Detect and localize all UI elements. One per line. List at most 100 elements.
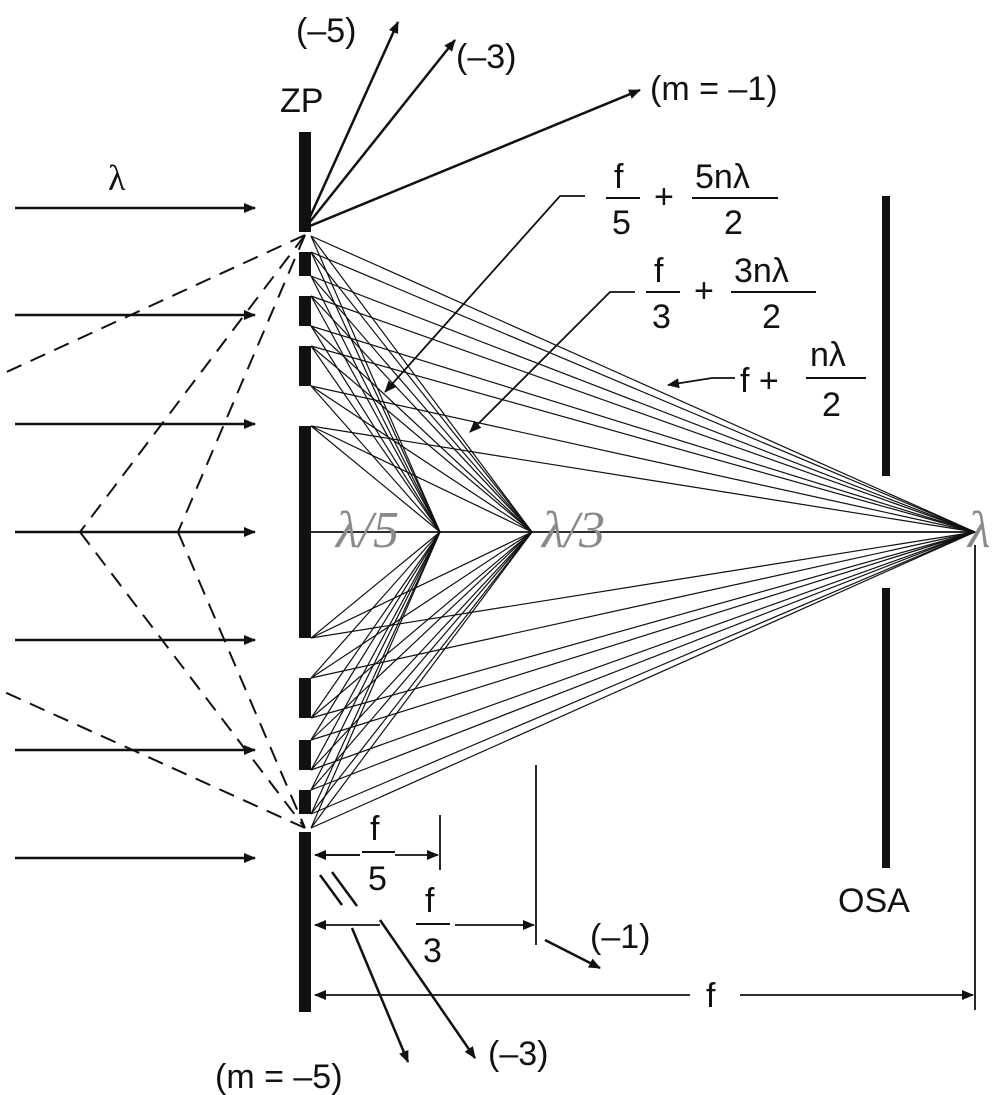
focal-dimension-lines bbox=[314, 545, 976, 1010]
converging-ray bbox=[310, 531, 533, 829]
converging-ray bbox=[310, 531, 533, 791]
converging-ray bbox=[310, 531, 533, 719]
converging-ray bbox=[310, 235, 533, 533]
converging-ray bbox=[310, 235, 976, 533]
path-f5-num2: 5nλ bbox=[695, 158, 750, 196]
converging-ray bbox=[310, 385, 533, 533]
converging-ray bbox=[310, 251, 976, 533]
converging-ray bbox=[310, 531, 976, 679]
converging-ray bbox=[310, 531, 976, 815]
zone-plate-zone bbox=[299, 740, 311, 770]
path-f5-num: f bbox=[614, 158, 624, 196]
converging-ray bbox=[310, 531, 533, 815]
order-label-bottom-m1: (–1) bbox=[590, 918, 650, 956]
order-label-bottom-m3: (–3) bbox=[488, 1035, 548, 1073]
focus-label-5: λ/5 bbox=[334, 502, 399, 559]
dim-f3-num: f bbox=[425, 882, 435, 920]
converging-ray bbox=[310, 531, 441, 639]
zone-plate-label: ZP bbox=[280, 82, 323, 120]
converging-ray bbox=[310, 531, 976, 741]
order-label-bottom-m5: (m = –5) bbox=[215, 1058, 343, 1095]
path-f3-den2: 2 bbox=[762, 298, 781, 336]
order-ray-m3-bottom bbox=[378, 919, 477, 1059]
converging-ray bbox=[310, 531, 533, 771]
incident-rays bbox=[15, 203, 256, 863]
osa-lower-blade bbox=[882, 588, 890, 868]
converging-ray bbox=[310, 531, 976, 829]
zone-plate-zone bbox=[299, 790, 311, 814]
converging-ray bbox=[310, 345, 533, 533]
path-f3-plus: + bbox=[694, 272, 714, 310]
order-ray-m1 bbox=[304, 88, 641, 230]
order-ray-m1-bottom bbox=[544, 938, 601, 970]
focus-label-3: λ/3 bbox=[540, 502, 605, 559]
converging-ray bbox=[310, 531, 976, 639]
zone-plate-zone bbox=[299, 296, 311, 326]
order-label-top-m5: (–5) bbox=[296, 12, 356, 50]
dim-f5-num: f bbox=[370, 810, 380, 848]
zone-plate-zone bbox=[299, 678, 311, 718]
path-f3-den: 3 bbox=[652, 298, 671, 336]
path-label-f3: f 3 + 3nλ 2 bbox=[646, 252, 816, 336]
path-f3-num2: 3nλ bbox=[734, 252, 789, 290]
converging-ray bbox=[310, 385, 976, 533]
converging-ray bbox=[310, 531, 441, 679]
converging-ray bbox=[310, 251, 533, 533]
order-ray-m3 bbox=[304, 39, 456, 229]
converging-ray bbox=[310, 531, 441, 815]
path-length-leaders bbox=[384, 195, 735, 433]
focus-label-1: λ bbox=[966, 502, 991, 559]
converging-ray bbox=[310, 275, 441, 533]
converging-ray bbox=[310, 531, 441, 771]
converging-ray bbox=[310, 325, 533, 533]
converging-ray bbox=[310, 275, 976, 533]
zone-plate bbox=[299, 132, 311, 1012]
converging-ray bbox=[310, 531, 533, 741]
converging-ray bbox=[310, 275, 533, 533]
converging-ray bbox=[310, 235, 441, 533]
zone-plate-center-stop bbox=[299, 426, 311, 638]
dimension-label-f3: f 3 bbox=[416, 882, 450, 970]
path-f3-num: f bbox=[654, 252, 664, 290]
path-label-f: f + nλ 2 bbox=[740, 336, 866, 424]
path-f5-den: 5 bbox=[612, 204, 631, 242]
virtual-focus-lines bbox=[0, 234, 306, 829]
leader-f3 bbox=[469, 291, 635, 433]
converging-ray bbox=[310, 531, 976, 719]
zone-plate-zone bbox=[299, 346, 311, 386]
order-sorting-aperture bbox=[882, 196, 890, 868]
converging-ray bbox=[310, 251, 441, 533]
zone-plate-top-bar bbox=[299, 132, 311, 232]
path-f-lead: f + bbox=[740, 362, 779, 400]
converging-ray bbox=[310, 345, 976, 533]
leader-f bbox=[667, 377, 735, 389]
path-f5-plus: + bbox=[654, 178, 674, 216]
leader-f5 bbox=[384, 195, 585, 393]
converging-ray bbox=[310, 385, 441, 533]
converging-ray bbox=[310, 531, 976, 771]
converging-ray bbox=[310, 425, 533, 533]
path-f-den2: 2 bbox=[822, 386, 841, 424]
converging-ray bbox=[310, 345, 441, 533]
converging-ray bbox=[310, 325, 976, 533]
path-label-f5: f 5 + 5nλ 2 bbox=[606, 158, 778, 242]
converging-ray bbox=[310, 531, 533, 639]
converging-ray bbox=[310, 531, 441, 719]
converging-ray bbox=[310, 531, 976, 791]
wavelength-label: λ bbox=[108, 158, 126, 198]
osa-upper-blade bbox=[882, 196, 890, 476]
diffracted-orders-top bbox=[303, 21, 641, 230]
osa-label: OSA bbox=[838, 882, 910, 920]
order-label-top-m3: (–3) bbox=[456, 38, 516, 76]
diffracted-orders-bottom bbox=[318, 871, 601, 1063]
converging-ray bbox=[310, 295, 533, 533]
dim-f3-den: 3 bbox=[423, 932, 442, 970]
zone-plate-bottom-bar bbox=[299, 832, 311, 1012]
converging-ray-fans bbox=[310, 235, 976, 829]
path-f5-den2: 2 bbox=[724, 204, 743, 242]
dimension-label-f: f bbox=[706, 977, 716, 1015]
order-ray-m5 bbox=[303, 21, 400, 229]
converging-ray bbox=[310, 295, 976, 533]
converging-ray bbox=[310, 531, 441, 791]
converging-ray bbox=[310, 425, 441, 533]
